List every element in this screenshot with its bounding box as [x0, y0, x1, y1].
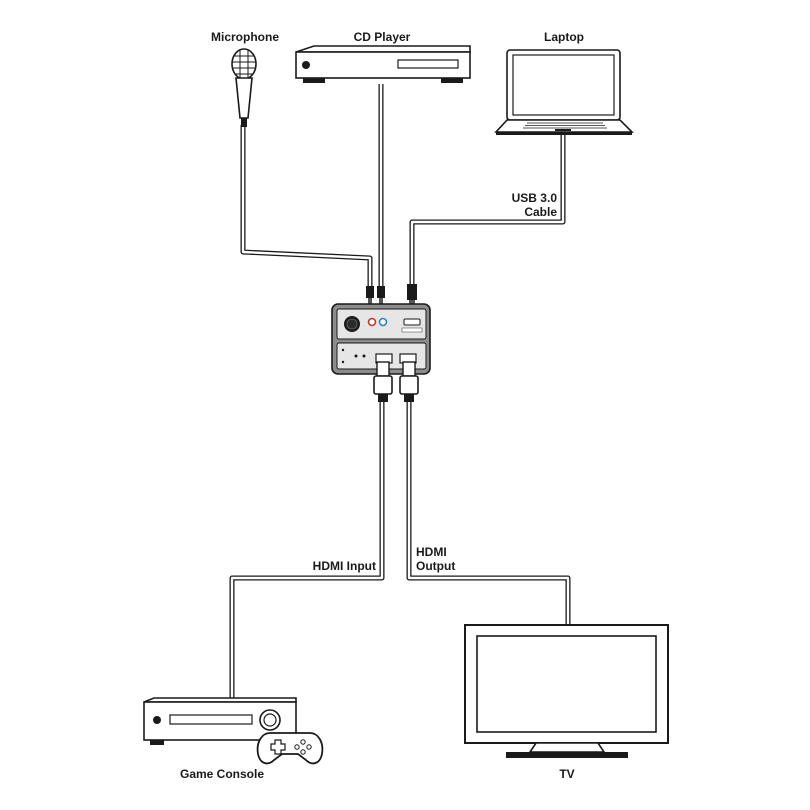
- microphone-label: Microphone: [211, 30, 279, 44]
- game-console-label: Game Console: [180, 767, 264, 781]
- tv-stand: [528, 742, 606, 753]
- hdmi-output-label-line2: Output: [416, 559, 455, 573]
- laptop: [494, 49, 634, 135]
- usb-cable-label-line1: USB 3.0: [512, 191, 558, 205]
- game-controller: [256, 732, 324, 765]
- tv-label: TV: [559, 767, 574, 781]
- microphone-handle: [235, 77, 253, 119]
- tv-screen: [476, 635, 657, 733]
- cd-player: [295, 45, 471, 83]
- hdmi-output-cable: [406, 400, 571, 625]
- tv: [464, 624, 669, 758]
- hdmi-output-label-line1: HDMI: [416, 545, 447, 559]
- cables-inner: [230, 84, 570, 705]
- cd-player-body: [295, 51, 471, 79]
- usb-cable-label-line2: Cable: [524, 205, 557, 219]
- cd-display: [397, 59, 459, 69]
- hdmi-input-cable: [229, 400, 385, 705]
- hdmi-input-label: HDMI Input: [313, 559, 376, 573]
- cd-power-button: [302, 61, 310, 69]
- usb-port: [403, 318, 421, 326]
- microphone: [231, 48, 257, 127]
- game-console-slot: [169, 714, 253, 725]
- laptop-keyboard: [523, 122, 607, 129]
- laptop-label: Laptop: [544, 30, 584, 44]
- mic-jack: [367, 317, 377, 327]
- microphone-cable: [240, 125, 373, 292]
- audio-hub: [331, 284, 431, 375]
- hdmi-plugs: [373, 361, 419, 402]
- line-jack: [378, 317, 388, 327]
- dpad-icon: [270, 739, 286, 755]
- hub-top-plugs: [366, 284, 417, 306]
- cd-player-label: CD Player: [354, 30, 411, 44]
- cables: [229, 84, 571, 705]
